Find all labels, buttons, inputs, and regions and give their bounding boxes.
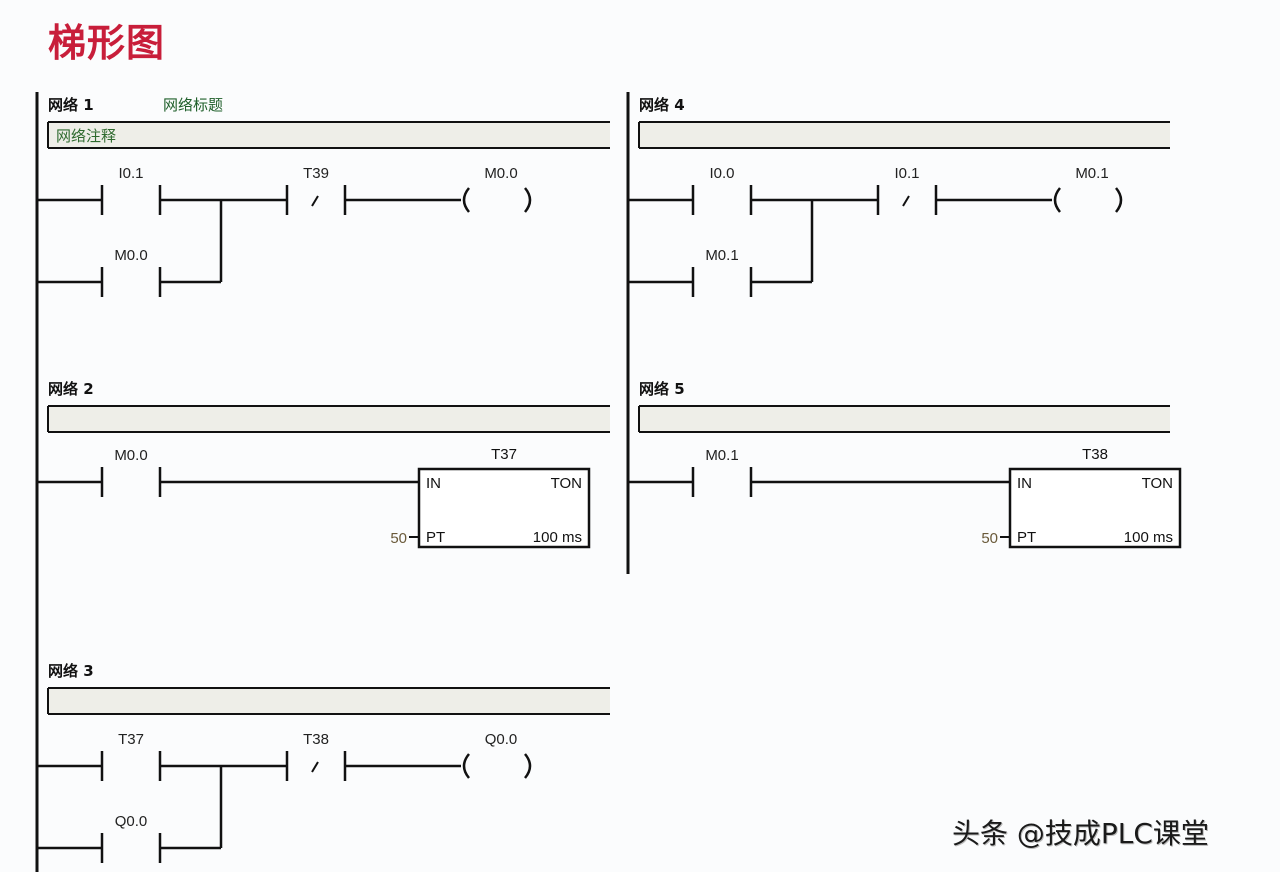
contact-enable-address: M0.1 <box>705 447 738 464</box>
output-coil-left-arc <box>1053 187 1061 213</box>
contact-hold-address: M0.0 <box>114 247 147 264</box>
contact-series-nc-slash <box>902 195 910 207</box>
timer-type: TON <box>1142 475 1173 492</box>
network-label: 网络 4 <box>639 96 685 114</box>
output-coil-address: M0.0 <box>484 165 517 182</box>
contact-series-address: T38 <box>303 731 329 748</box>
network-label: 网络 3 <box>48 662 94 680</box>
contact-series-address: I0.1 <box>894 165 919 182</box>
output-coil-left-arc <box>462 753 470 779</box>
network-comment-bar <box>48 122 610 148</box>
network-comment-bar <box>639 122 1170 148</box>
timer-box <box>1008 467 1182 549</box>
output-coil-left-arc <box>462 187 470 213</box>
timer-resolution: 100 ms <box>1124 529 1173 546</box>
contact-main-address: T37 <box>118 731 144 748</box>
timer-preset-value: 50 <box>390 530 407 547</box>
page-title: 梯形图 <box>48 21 166 65</box>
watermark: 头条 @技成PLC课堂 <box>952 817 1209 850</box>
output-coil-address: M0.1 <box>1075 165 1108 182</box>
contact-main-address: I0.0 <box>709 165 734 182</box>
timer-type: TON <box>551 475 582 492</box>
contact-main-address: I0.1 <box>118 165 143 182</box>
output-coil-right-arc <box>524 187 532 213</box>
network-comment: 网络注释 <box>56 127 116 145</box>
network-label: 网络 1 <box>48 96 94 114</box>
timer-name: T38 <box>1082 446 1108 463</box>
network-comment-bar <box>639 406 1170 432</box>
contact-series-address: T39 <box>303 165 329 182</box>
contact-hold-address: Q0.0 <box>115 813 148 830</box>
contact-hold-address: M0.1 <box>705 247 738 264</box>
timer-pt-label: PT <box>426 529 445 546</box>
contact-enable-address: M0.0 <box>114 447 147 464</box>
network-label: 网络 2 <box>48 380 94 398</box>
contact-series-nc-slash <box>311 195 319 207</box>
timer-resolution: 100 ms <box>533 529 582 546</box>
output-coil-right-arc <box>1115 187 1123 213</box>
network-title: 网络标题 <box>163 96 223 114</box>
network-label: 网络 5 <box>639 380 685 398</box>
output-coil-right-arc <box>524 753 532 779</box>
network-comment-bar <box>48 688 610 714</box>
timer-in-label: IN <box>1017 475 1032 492</box>
timer-box <box>417 467 591 549</box>
network-comment-bar <box>48 406 610 432</box>
timer-in-label: IN <box>426 475 441 492</box>
contact-series-nc-slash <box>311 761 319 773</box>
timer-pt-label: PT <box>1017 529 1036 546</box>
timer-preset-value: 50 <box>981 530 998 547</box>
output-coil-address: Q0.0 <box>485 731 518 748</box>
timer-name: T37 <box>491 446 517 463</box>
